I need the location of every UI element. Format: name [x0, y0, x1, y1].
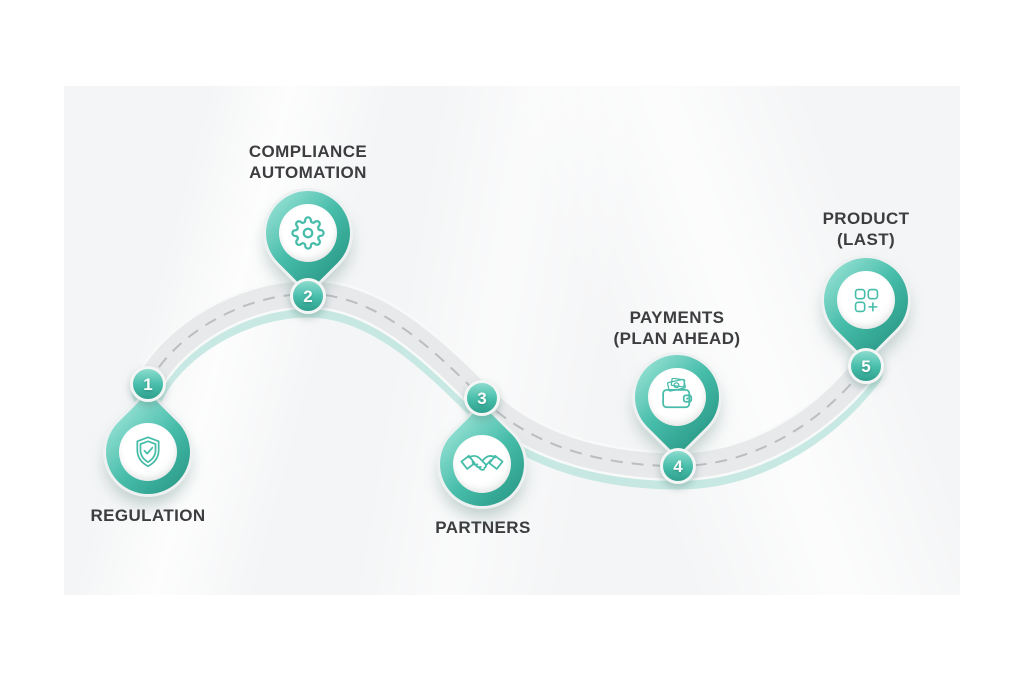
step-number-badge-5: 5 [848, 348, 884, 384]
step-number: 1 [143, 374, 153, 394]
step-label-product: PRODUCT (LAST) [746, 208, 960, 250]
wallet-icon [662, 378, 693, 409]
pin-regulation [88, 392, 208, 512]
pin-face [453, 435, 511, 493]
pin-payments [617, 337, 737, 457]
label-line: COMPLIANCE [248, 142, 368, 161]
step-number-badge-4: 4 [660, 448, 696, 484]
step-label-compliance-automation: COMPLIANCE AUTOMATION [188, 141, 428, 183]
label-line: PAYMENTS [629, 308, 725, 327]
step-label-payments: PAYMENTS (PLAN AHEAD) [557, 307, 797, 349]
label-line: AUTOMATION [249, 163, 367, 182]
step-number-badge-2: 2 [290, 278, 326, 314]
roadmap-canvas: REGULATION 1 COMPLIANCE AUTOMATION 2 [64, 86, 960, 595]
pin-compliance-automation [248, 173, 368, 293]
pin-face [837, 271, 895, 329]
step-label-partners: PARTNERS [363, 517, 603, 538]
pin-face [119, 423, 177, 481]
pin-face [648, 368, 706, 426]
pin-partners [422, 404, 542, 524]
label-line: (LAST) [836, 230, 896, 249]
handshake-icon [460, 454, 504, 471]
step-number: 4 [673, 456, 683, 476]
product-grid-icon [854, 288, 878, 312]
step-label-regulation: REGULATION [64, 505, 268, 526]
label-line: PRODUCT [822, 209, 910, 228]
step-number-badge-1: 1 [130, 366, 166, 402]
shield-check-icon [136, 436, 160, 468]
label-line: (PLAN AHEAD) [613, 329, 741, 348]
step-number: 5 [861, 356, 871, 376]
step-number-badge-3: 3 [464, 380, 500, 416]
label-line: REGULATION [90, 506, 206, 525]
pin-face [279, 204, 337, 262]
step-number: 2 [303, 286, 313, 306]
label-line: PARTNERS [435, 518, 531, 537]
step-number: 3 [477, 388, 487, 408]
pin-product [806, 240, 926, 360]
gear-icon [291, 216, 325, 250]
